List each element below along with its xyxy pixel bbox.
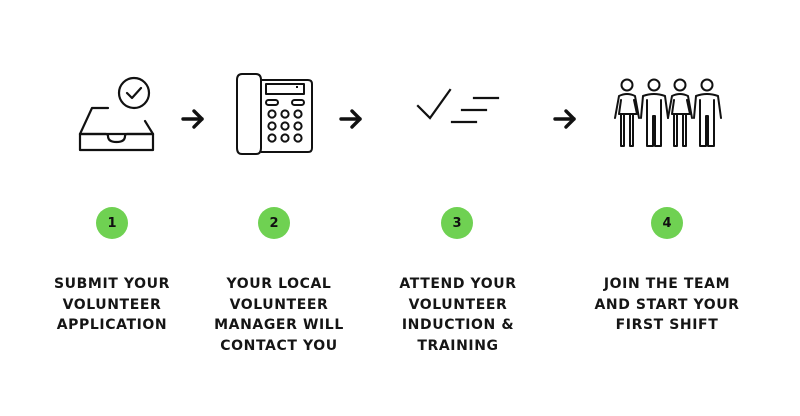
- checklist-icon: [416, 88, 502, 128]
- step-4-number-badge: 4: [651, 207, 683, 239]
- desk-phone-icon: [236, 72, 314, 156]
- step-1-label: SUBMIT YOUR VOLUNTEER APPLICATION: [32, 274, 192, 336]
- step-3-number-badge: 3: [441, 207, 473, 239]
- step-3-line: INDUCTION &: [401, 317, 515, 333]
- step-2-line: YOUR LOCAL: [226, 276, 332, 292]
- step-2-line: VOLUNTEER: [229, 296, 329, 313]
- step-4-line: AND START YOUR: [594, 296, 740, 313]
- step-2-line: MANAGER WILL: [214, 317, 344, 333]
- step-2-number-badge: 2: [258, 207, 290, 239]
- step-3-line: ATTEND YOUR: [399, 276, 517, 292]
- step-4-line: JOIN THE TEAM: [603, 276, 731, 292]
- step-4-label: JOIN THE TEAM AND START YOUR FIRST SHIFT: [582, 274, 752, 336]
- step-4-line: FIRST SHIFT: [615, 317, 719, 333]
- step-1-line: APPLICATION: [56, 317, 168, 333]
- inbox-tray-check-icon: [78, 72, 158, 152]
- right-arrow-icon: [181, 109, 205, 129]
- right-arrow-icon: [553, 109, 577, 129]
- step-3-line: VOLUNTEER: [408, 296, 508, 313]
- step-1-line: SUBMIT YOUR: [54, 276, 170, 292]
- step-1-number-badge: 1: [96, 207, 128, 239]
- step-2-label: YOUR LOCAL VOLUNTEER MANAGER WILL CONTAC…: [194, 274, 364, 356]
- step-2-line: CONTACT YOU: [220, 337, 338, 354]
- step-1-line: VOLUNTEER: [62, 296, 162, 313]
- step-3-line: TRAINING: [417, 337, 499, 354]
- step-3-label: ATTEND YOUR VOLUNTEER INDUCTION & TRAINI…: [376, 274, 540, 356]
- right-arrow-icon: [339, 109, 363, 129]
- team-people-icon: [612, 78, 722, 150]
